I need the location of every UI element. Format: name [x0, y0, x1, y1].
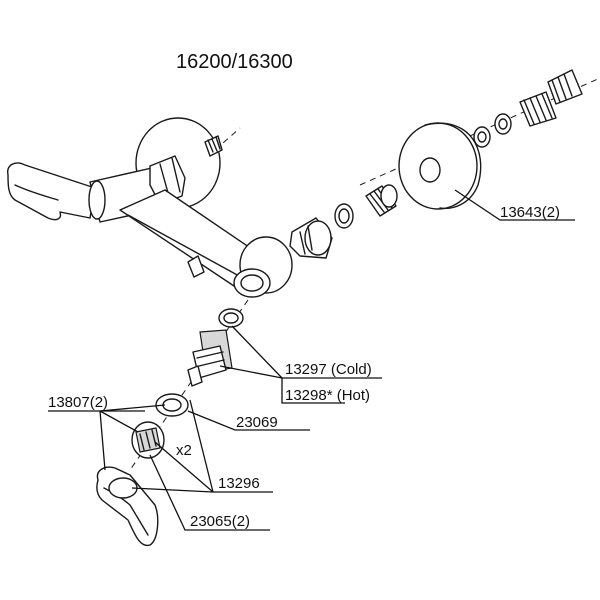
spout-lever	[7, 162, 96, 221]
leader-left-to-ring	[99, 404, 166, 412]
leader-lines	[48, 189, 575, 531]
arm-edge	[127, 214, 251, 283]
washer-a	[473, 126, 491, 148]
o-ring-small	[334, 203, 354, 229]
adapter-splines	[139, 429, 157, 451]
label-lever-right: 13296	[218, 475, 260, 492]
eccentric-connector-body	[519, 91, 557, 127]
label-ring: 23069	[236, 414, 278, 431]
cartridge-axis-line	[129, 299, 249, 471]
leader-hot	[281, 378, 345, 404]
rosette-hole	[419, 157, 441, 183]
right-connection-parts	[289, 69, 583, 259]
leader-cold-o-ring	[231, 325, 283, 379]
housing-opening	[233, 268, 271, 298]
housing-bore	[240, 274, 264, 292]
faucet-body	[7, 117, 293, 298]
leader-wall-cover	[454, 189, 575, 221]
union-nut-ridges	[299, 225, 313, 255]
washer-b-inner	[498, 118, 508, 130]
retaining-ring	[155, 393, 189, 417]
label-handle: 23065(2)	[190, 513, 250, 530]
cartridge-spindle	[187, 365, 203, 387]
label-lever-left: 13807(2)	[48, 394, 108, 411]
leader-right-ring	[189, 399, 214, 493]
lever-ridge	[14, 184, 59, 201]
body-hex-nut	[149, 155, 186, 205]
tip-threads	[551, 73, 573, 103]
cartridge-stack	[96, 308, 244, 547]
union-nut-face	[304, 220, 332, 256]
label-wall-cover: 13643(2)	[500, 204, 560, 221]
label-cold: 13297 (Cold)	[285, 361, 372, 378]
washer-b	[494, 113, 512, 135]
cartridge-o-ring	[218, 308, 244, 328]
nipple-end	[380, 184, 398, 208]
body-lower-nipple	[187, 255, 205, 278]
label-multiplier: x2	[176, 442, 192, 459]
eccentric-threads	[523, 93, 553, 125]
thread-lines	[207, 136, 221, 153]
rosette-edge	[424, 122, 482, 210]
cartridge-o-ring-inner	[223, 312, 239, 324]
leader-left-to-adapter	[99, 410, 139, 433]
o-ring-small-inner	[338, 208, 350, 224]
leader-right-adapter	[154, 441, 214, 493]
body-tube-end	[88, 180, 106, 220]
model-title: 16200/16300	[176, 51, 293, 73]
washer-a-inner	[477, 131, 487, 143]
leader-right-lever	[131, 487, 273, 493]
leader-left-to-lever	[99, 410, 106, 471]
label-hot: 13298* (Hot)	[285, 387, 370, 404]
cartridge-grooves	[196, 351, 225, 367]
leader-ring	[187, 410, 310, 431]
leader-handle	[149, 454, 270, 531]
